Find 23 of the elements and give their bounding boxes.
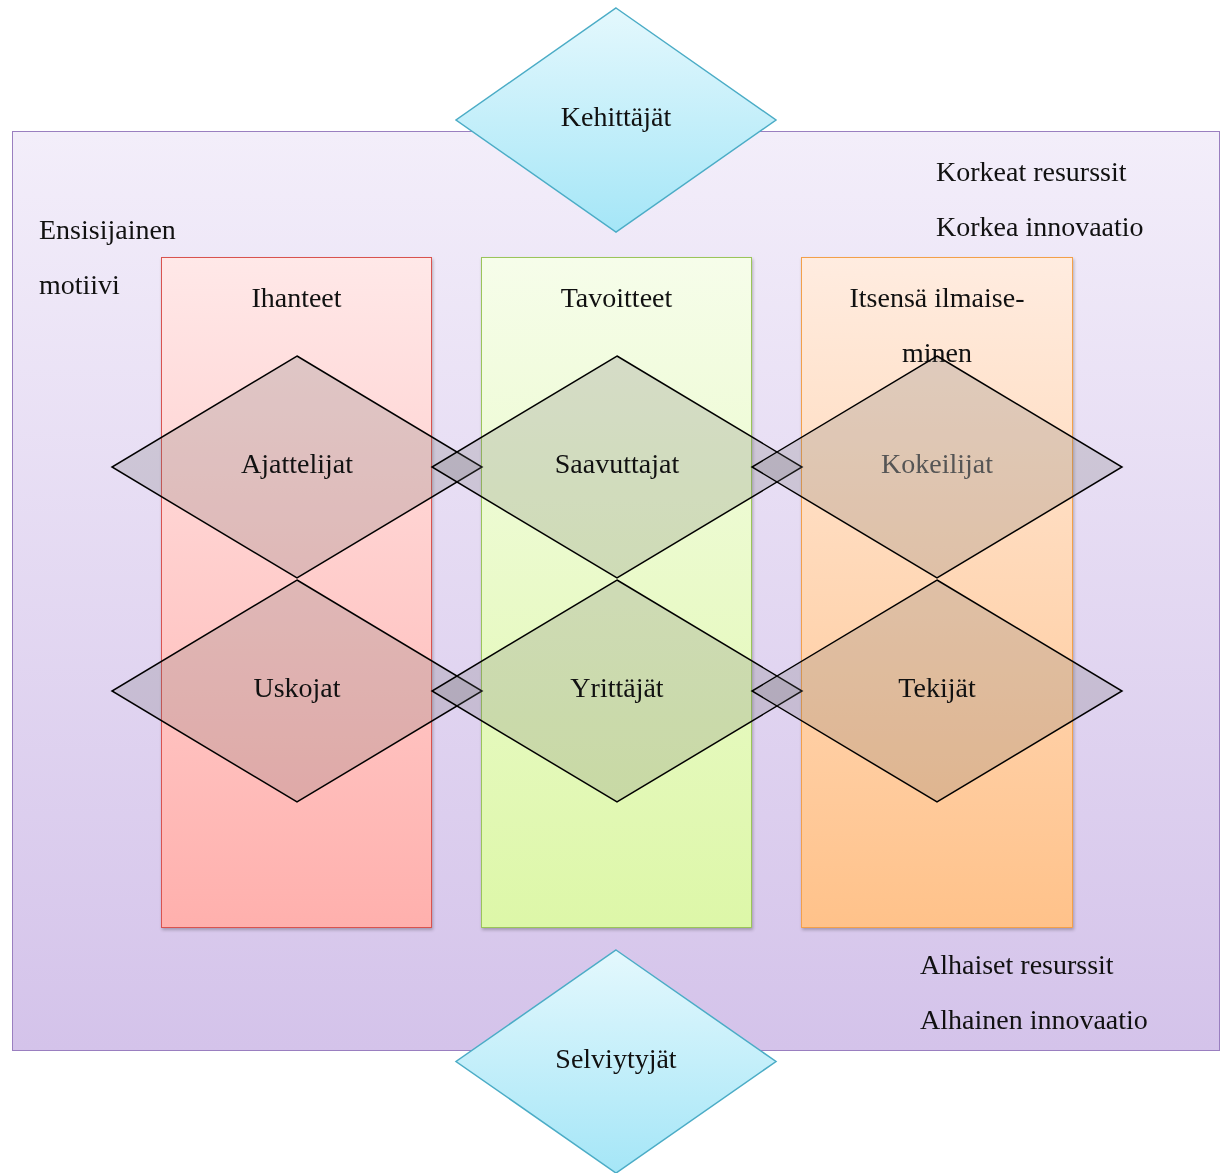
segment-name: Kehittäjät	[559, 100, 673, 133]
axis-label: Alhainen innovaatio	[920, 1003, 1148, 1037]
column-panel	[801, 257, 1073, 928]
column-heading: Itsensä ilmaise- minen	[848, 281, 1026, 370]
group-diamond	[456, 950, 776, 1173]
segment-name: Yrittäjät	[569, 671, 665, 704]
segment-name: Ajattelijat	[240, 447, 354, 480]
segment-name: Tekijät	[897, 671, 977, 704]
axis-label: Korkea innovaatio	[936, 210, 1144, 244]
column-panel	[161, 257, 432, 928]
frame-panel	[12, 131, 1220, 1051]
group-diamond	[456, 8, 776, 232]
axis-label: Korkeat resurssit	[936, 155, 1127, 189]
column-heading: Tavoitteet	[559, 281, 674, 315]
axis-label: Ensisijainen motiivi	[39, 213, 177, 302]
segment-name: Uskojat	[252, 671, 342, 704]
axis-label: Alhaiset resurssit	[920, 948, 1114, 982]
segment-name: Kokeilijat	[880, 447, 994, 480]
segment-name: Saavuttajat	[553, 447, 681, 480]
segment-diamond	[752, 580, 1122, 802]
column-heading: Ihanteet	[250, 281, 343, 315]
column-panel	[481, 257, 752, 928]
segment-name: Selviytyjät	[554, 1042, 678, 1075]
